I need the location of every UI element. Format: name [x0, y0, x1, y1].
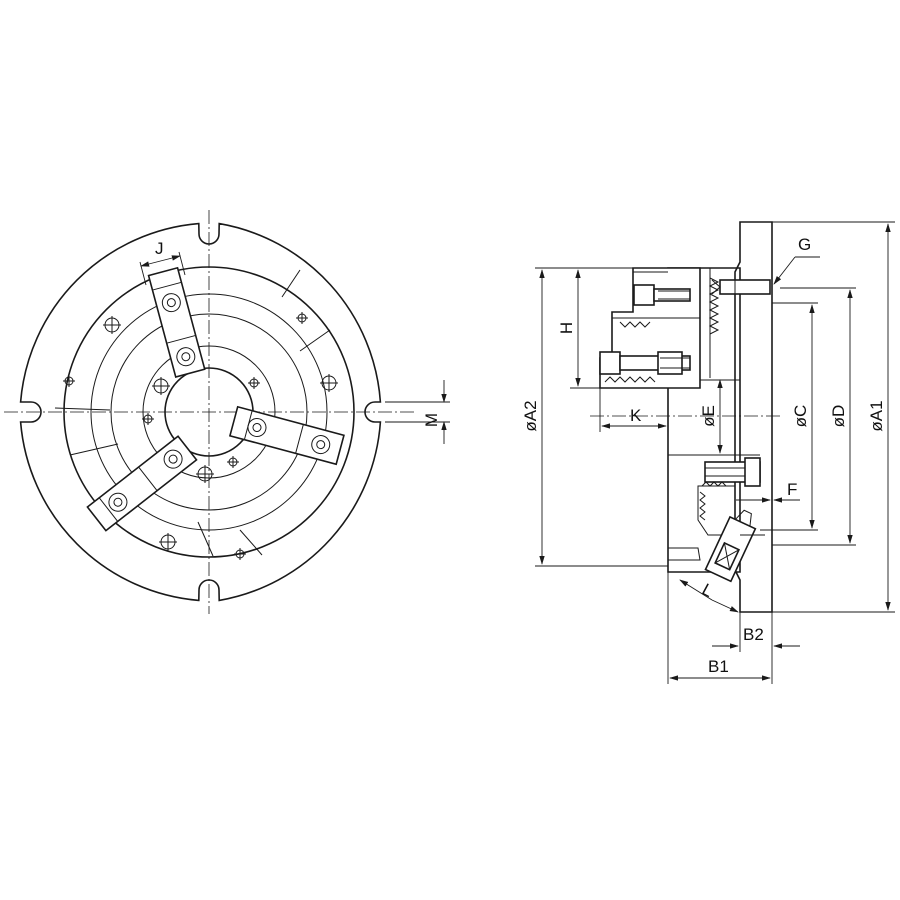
dim-a1: øA1	[772, 221, 895, 613]
hole-11	[248, 377, 260, 389]
side-view: øA1 øA2 H K øE	[521, 221, 895, 684]
label-b2: B2	[743, 625, 764, 644]
dim-j: J	[139, 239, 186, 286]
hole-10	[196, 465, 214, 483]
dim-g: G	[773, 235, 820, 285]
dim-d: øD	[772, 287, 856, 546]
label-a2: øA2	[521, 400, 540, 431]
dim-h: H	[557, 269, 600, 389]
label-k: K	[630, 406, 642, 425]
hole-1	[103, 316, 121, 334]
jaw-bottom-left	[86, 435, 198, 532]
side-jaw-bottom	[697, 457, 761, 536]
label-c: øC	[791, 405, 810, 428]
dim-l: L	[679, 579, 739, 613]
label-g: G	[798, 235, 811, 254]
hole-4	[63, 375, 75, 387]
label-j: J	[155, 239, 164, 258]
label-h: H	[557, 322, 576, 334]
label-e: øE	[699, 405, 718, 427]
flange-body	[734, 221, 773, 613]
jaw-top	[147, 266, 206, 378]
label-a1: øA1	[867, 400, 886, 431]
front-view: J M	[4, 210, 450, 614]
dim-f: F	[736, 480, 800, 504]
hole-3	[159, 533, 177, 551]
label-d: øD	[829, 405, 848, 428]
ring-segment-lines	[54, 269, 331, 557]
label-m: M	[422, 413, 441, 427]
dim-m: M	[385, 380, 450, 444]
dim-b2: B2	[712, 612, 800, 652]
label-b1: B1	[708, 657, 729, 676]
hole-8	[142, 413, 154, 425]
dim-a2: øA2	[521, 267, 668, 567]
label-l: L	[699, 580, 716, 601]
hole-5	[296, 312, 308, 324]
pinion-key	[704, 509, 757, 583]
hole-7	[152, 377, 170, 395]
hole-2	[320, 374, 338, 392]
hole-9	[227, 456, 239, 468]
label-f: F	[787, 480, 797, 499]
dim-b1: B1	[667, 572, 773, 684]
dim-k: K	[599, 388, 669, 432]
jaw-bolt-lower	[599, 351, 691, 375]
hole-6	[234, 548, 246, 560]
outer-flange	[19, 222, 382, 602]
dim-c: øC	[760, 302, 818, 531]
jaw-right	[228, 405, 345, 466]
mounting-holes	[63, 312, 338, 560]
dim-e: øE	[699, 379, 723, 454]
jaw-bolt-upper	[633, 284, 691, 306]
flange-screw	[711, 279, 771, 295]
serrations-top	[604, 277, 720, 383]
